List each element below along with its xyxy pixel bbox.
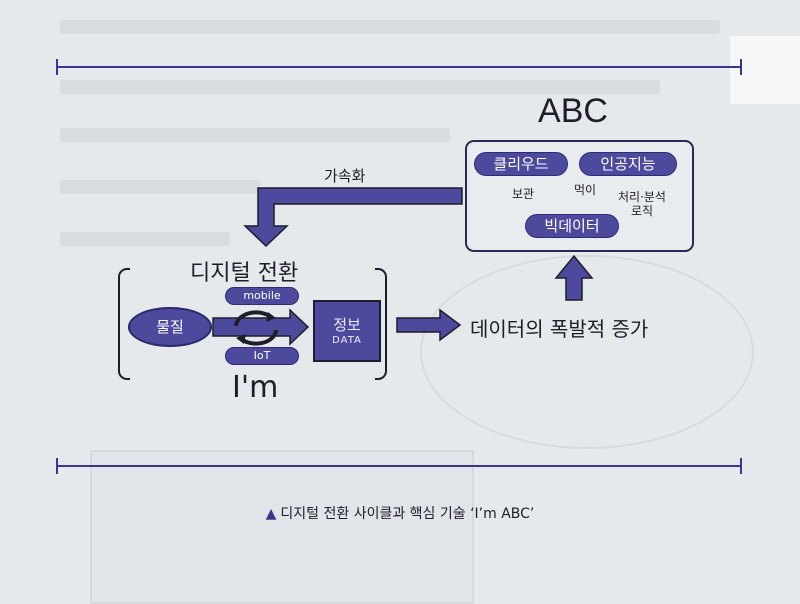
feed-label: 먹이 xyxy=(573,183,597,197)
im-label: I'm xyxy=(232,370,279,405)
up-arrow xyxy=(554,254,594,301)
background-text-line xyxy=(60,20,720,34)
process-label-line1: 처리·분석 xyxy=(618,190,666,204)
material-arrow xyxy=(212,308,310,346)
caption-text: 디지털 전환 사이클과 핵심 기술 ‘I’m ABC’ xyxy=(280,506,535,522)
right-arrow xyxy=(396,308,462,342)
caption-triangle-icon: ▲ xyxy=(265,506,277,522)
accelerate-arrow xyxy=(243,187,463,248)
figure-caption: ▲디지털 전환 사이클과 핵심 기술 ‘I’m ABC’ xyxy=(0,503,800,523)
background-ellipse xyxy=(420,255,754,449)
accelerate-label: 가속화 xyxy=(324,167,366,185)
background-text-line xyxy=(60,232,230,246)
info-chip: 정보 DATA xyxy=(313,300,381,362)
digital-transformation-title: 디지털 전환 xyxy=(190,261,299,286)
process-label-line2: 로직 xyxy=(630,204,654,218)
data-explosion-label: 데이터의 폭발적 증가 xyxy=(470,317,649,341)
iot-pill: IoT xyxy=(226,348,298,364)
background-text-line xyxy=(60,180,260,194)
bottom-rule xyxy=(56,458,742,474)
mobile-pill: mobile xyxy=(226,288,298,304)
background-text-line xyxy=(60,128,450,142)
material-oval: 물질 xyxy=(128,307,212,347)
cycle-icon xyxy=(234,310,278,346)
cloud-pill: 클리우드 xyxy=(475,153,567,175)
left-bracket xyxy=(118,268,130,380)
ai-pill: 인공지능 xyxy=(580,153,676,175)
bigdata-pill: 빅데이터 xyxy=(526,215,618,237)
abc-title: ABC xyxy=(538,92,608,130)
background-text-line xyxy=(60,80,660,94)
right-bracket xyxy=(375,268,387,380)
top-rule xyxy=(56,59,742,75)
info-label: 정보 xyxy=(333,316,361,334)
store-label: 보관 xyxy=(511,187,535,201)
data-label: DATA xyxy=(332,335,362,346)
